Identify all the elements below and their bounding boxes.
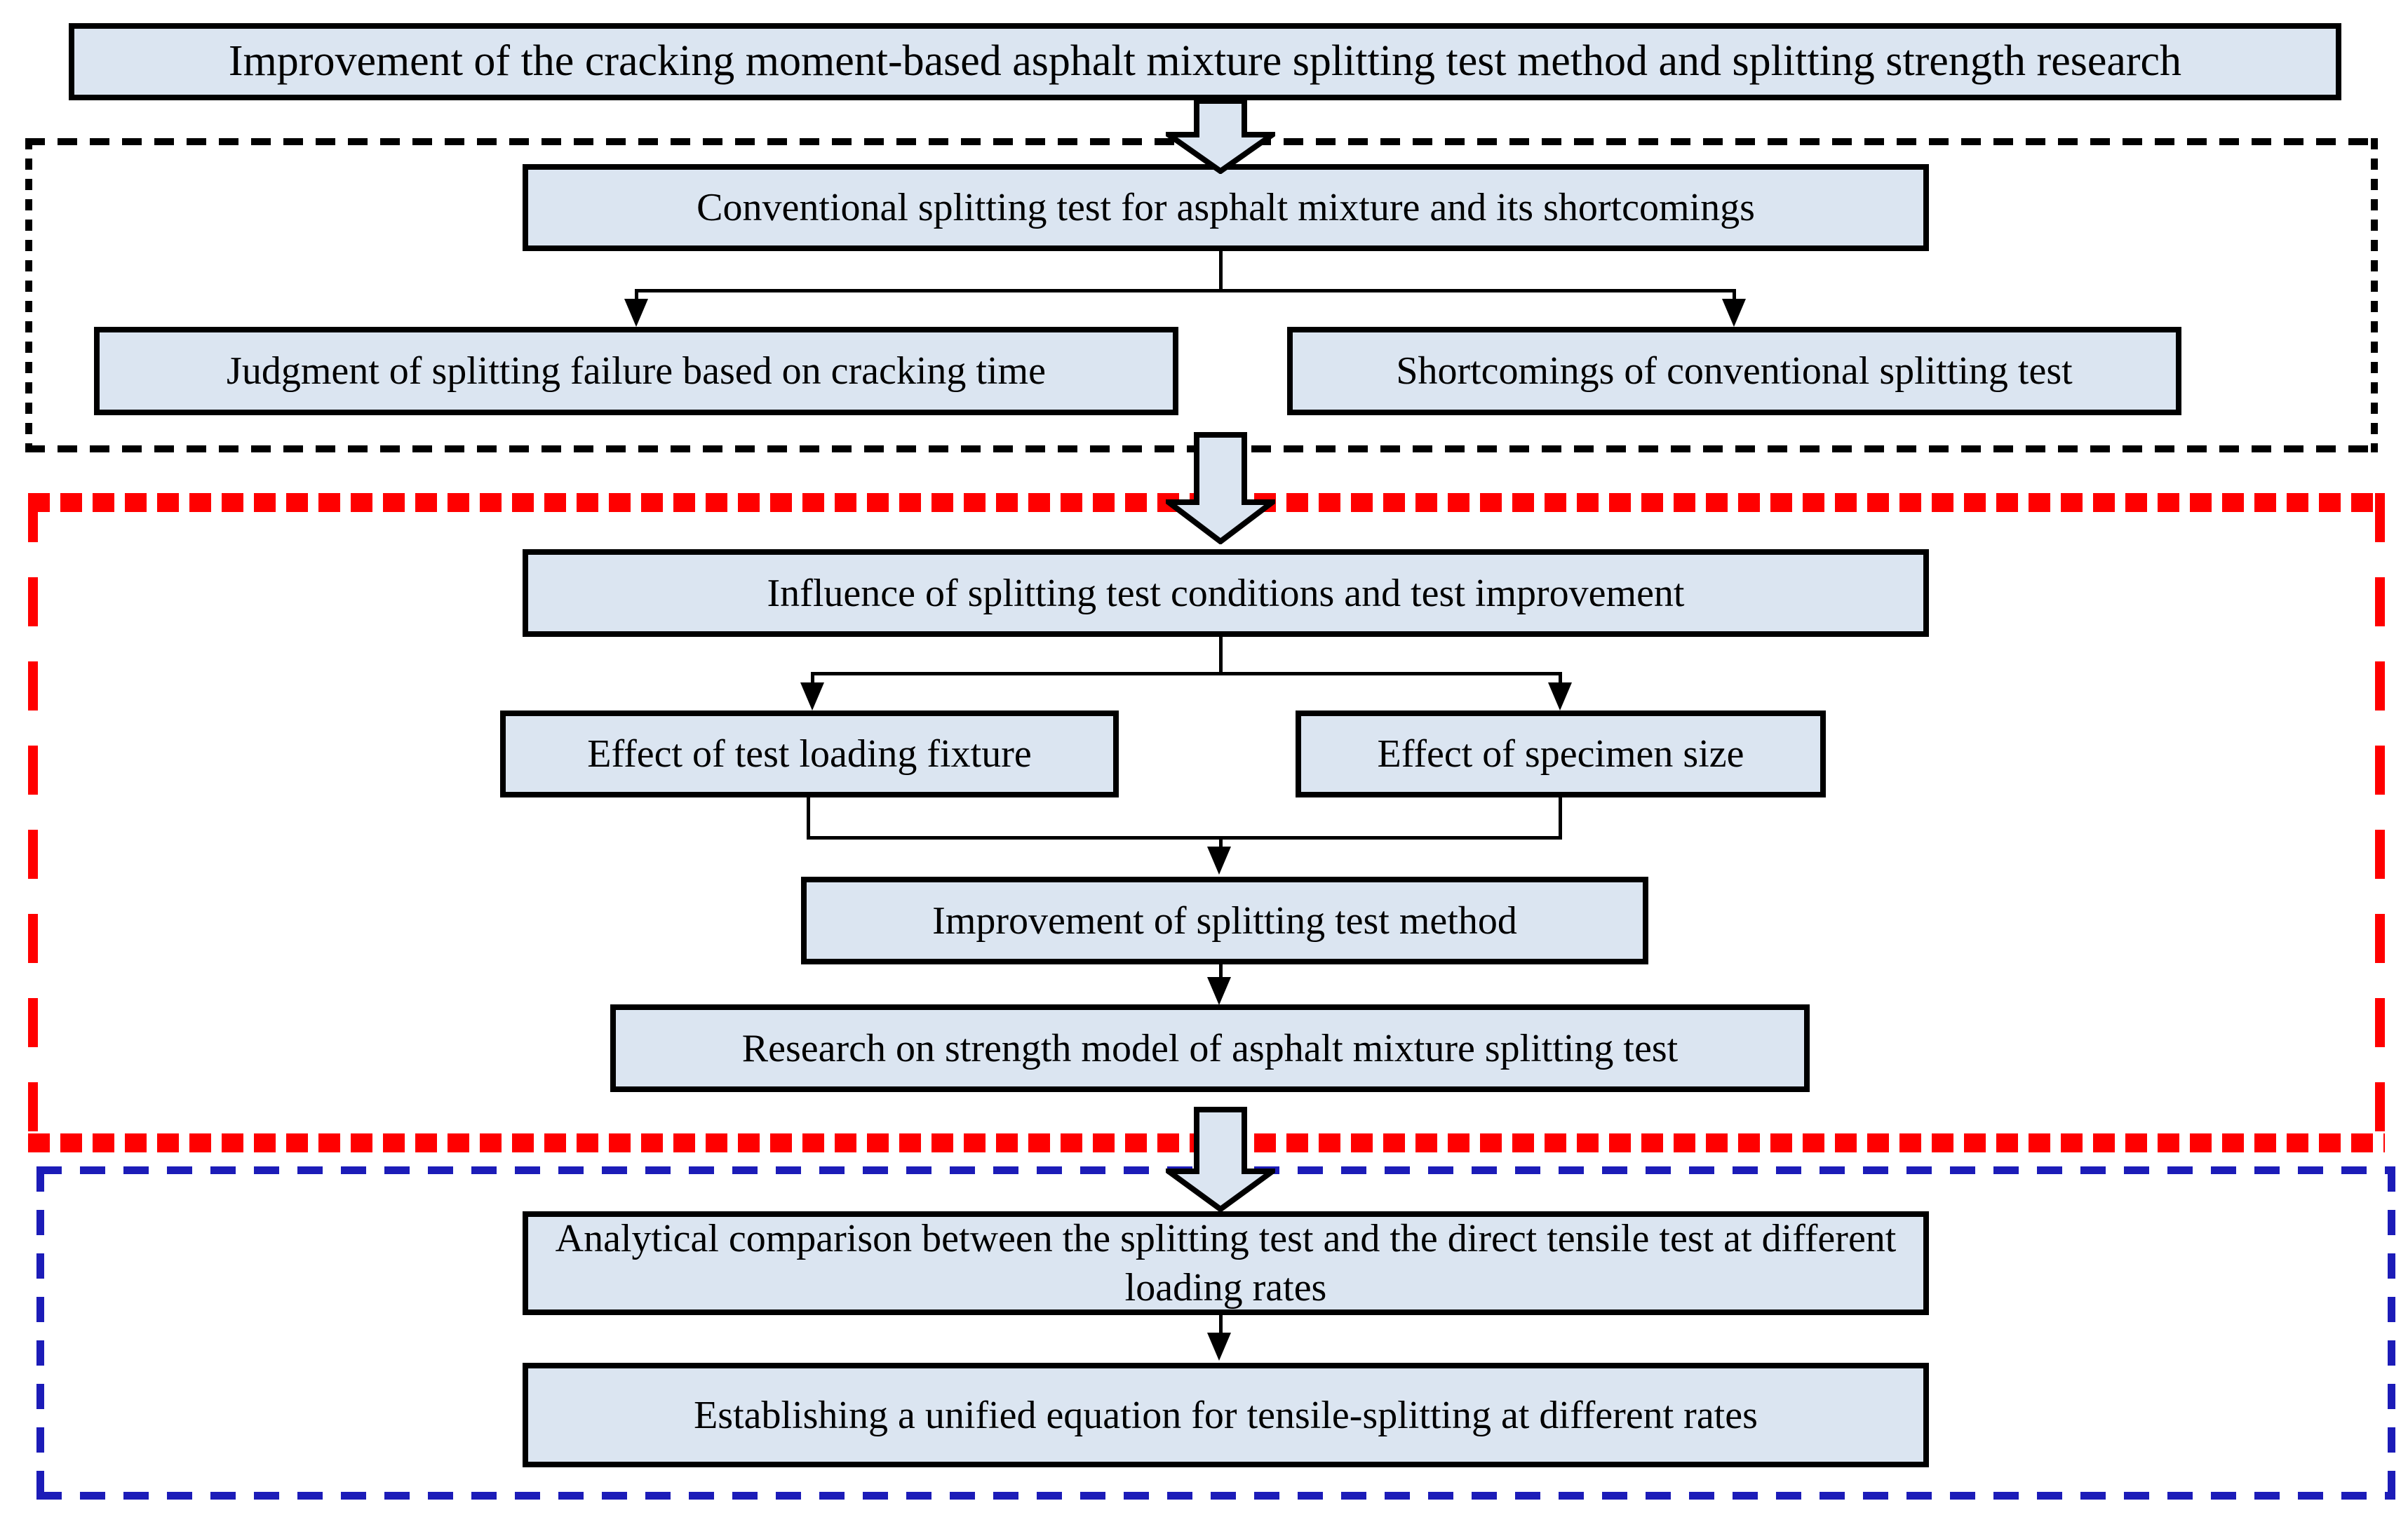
node-unified: Establishing a unified equation for tens…: [523, 1363, 1929, 1467]
arrowhead-down-icon: [1207, 847, 1231, 875]
node-method: Improvement of splitting test method: [801, 877, 1648, 964]
dashed-edge: [36, 1492, 2395, 1500]
arrowhead-down-icon: [624, 299, 648, 327]
node-shortcomings: Shortcomings of conventional splitting t…: [1287, 327, 2181, 415]
node-influence: Influence of splitting test conditions a…: [523, 549, 1929, 637]
connector-line: [811, 672, 1562, 675]
connector-line: [1219, 836, 1223, 848]
dashed-edge: [28, 493, 38, 1152]
node-conventional: Conventional splitting test for asphalt …: [523, 164, 1929, 251]
node-specimen: Effect of specimen size: [1296, 711, 1826, 797]
connector-line: [1559, 797, 1562, 840]
block-down-arrow-icon: [1166, 432, 1275, 544]
connector-line: [807, 797, 810, 840]
connector-line: [1733, 289, 1736, 302]
node-analytical: Analytical comparison between the splitt…: [523, 1211, 1929, 1315]
arrowhead-down-icon: [800, 682, 824, 711]
dashed-edge: [2375, 493, 2385, 1152]
arrowhead-down-icon: [1207, 977, 1231, 1005]
connector-line: [807, 836, 1562, 840]
block-down-arrow-icon: [1166, 1107, 1275, 1212]
connector-line: [811, 672, 814, 684]
connector-line: [1559, 672, 1562, 684]
connector-line: [1219, 1315, 1223, 1335]
block-down-arrow-icon: [1166, 98, 1275, 174]
connector-line: [635, 289, 1736, 292]
dashed-edge: [2388, 1166, 2395, 1500]
dashed-edge: [36, 1166, 44, 1500]
arrowhead-down-icon: [1548, 682, 1572, 711]
connector-line: [1219, 251, 1223, 289]
dashed-edge: [2371, 138, 2378, 452]
node-title: Improvement of the cracking moment-based…: [69, 23, 2341, 100]
arrowhead-down-icon: [1722, 299, 1746, 327]
node-strength: Research on strength model of asphalt mi…: [610, 1004, 1810, 1092]
connector-line: [1219, 637, 1223, 672]
connector-line: [635, 289, 638, 302]
connector-line: [1219, 964, 1223, 980]
dashed-edge: [25, 138, 32, 452]
node-judgment: Judgment of splitting failure based on c…: [94, 327, 1178, 415]
node-fixture: Effect of test loading fixture: [500, 711, 1119, 797]
arrowhead-down-icon: [1207, 1333, 1231, 1361]
